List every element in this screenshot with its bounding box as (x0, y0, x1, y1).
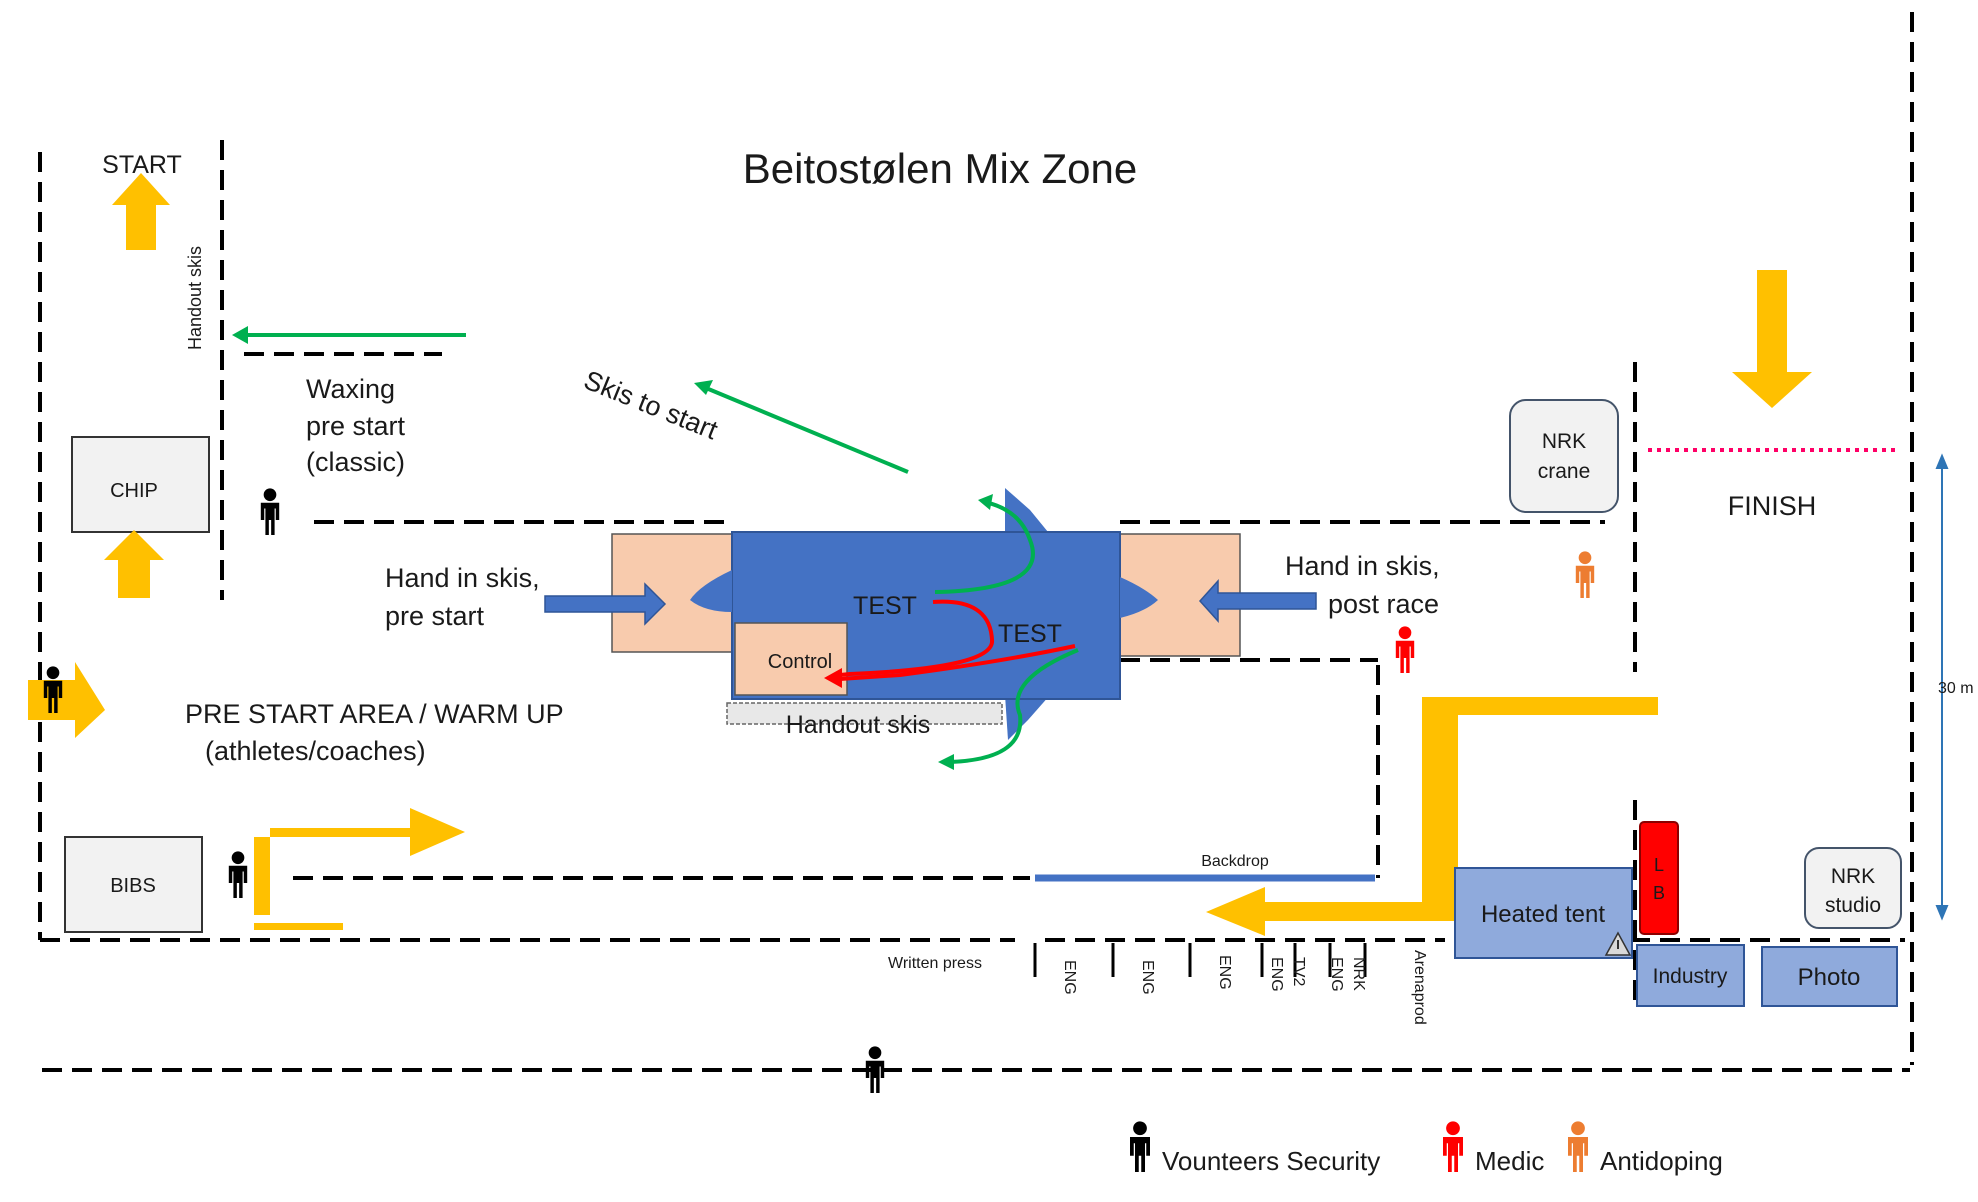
finish-label: FINISH (1728, 491, 1817, 521)
volunteer-icon (260, 488, 280, 535)
written-press-label: Written press (888, 955, 982, 972)
industry-box (1636, 944, 1745, 1007)
heated-tent-label: Heated tent (1481, 901, 1605, 928)
chip-label: CHIP (110, 480, 158, 502)
press-position-1: ENG (1061, 960, 1078, 995)
test-route-2 (839, 644, 1076, 681)
medic-icon (1395, 626, 1415, 673)
hall-right-bump (1120, 577, 1158, 618)
test-label-2: TEST (998, 620, 1062, 648)
waxing-label-2: pre start (306, 411, 406, 441)
hand-in-pre-label-2: pre start (385, 601, 485, 631)
handout-skis-bottom-label: Handout skis (786, 711, 931, 739)
press-position-3: ENG (1216, 955, 1233, 990)
legend-antidoping-label: Antidoping (1600, 1146, 1723, 1176)
handout-skis-vertical-label: Handout skis (185, 246, 205, 350)
lb-label-1: L (1654, 855, 1664, 875)
nrk-crane-label-2: crane (1538, 460, 1591, 483)
press-position-6: ENG (1328, 957, 1345, 992)
press-position-2: ENG (1139, 960, 1156, 995)
hand-in-post-arrow (1198, 579, 1317, 623)
green-flow-bottom-arrowhead (938, 754, 954, 770)
skis-to-start-label: Skis to start (580, 365, 722, 446)
industry-label: Industry (1653, 965, 1728, 988)
photo-box (1761, 946, 1898, 1007)
test-label-1: TEST (853, 592, 917, 620)
antidoping-icon (1575, 551, 1595, 598)
photo-label: Photo (1798, 964, 1861, 991)
hall-top-fin (1005, 488, 1048, 532)
control-box (734, 622, 848, 696)
backdrop-label: Backdrop (1201, 853, 1269, 870)
bibs-box (64, 836, 203, 933)
green-flow-top-arrowhead (978, 494, 993, 510)
heated-tent-box (1454, 867, 1633, 959)
start-arrow (112, 173, 170, 250)
skis-to-start-line (705, 386, 909, 474)
chip-box (71, 436, 210, 533)
lb-label-2: B (1653, 883, 1665, 903)
legend-antidoping-icon (1568, 1121, 1588, 1172)
press-position-4: ENG (1268, 957, 1285, 992)
nrk-studio-label-1: NRK (1831, 865, 1875, 888)
skis-to-start-arrowhead (694, 380, 713, 395)
chip-arrow (104, 530, 164, 598)
legend-medic-label: Medic (1475, 1146, 1544, 1176)
handout-skis-bottom-box (726, 702, 1003, 725)
hand-in-pre-arrow (544, 582, 667, 626)
legend-volunteers-label: Vounteers Security (1162, 1146, 1380, 1176)
diagram-title: Beitostølen Mix Zone (743, 145, 1138, 192)
test-route-arrowhead (824, 668, 842, 688)
bibs-label: BIBS (110, 875, 156, 897)
nrk-crane-box (1509, 399, 1619, 513)
prestart-label-1: PRE START AREA / WARM UP (185, 699, 564, 729)
boundary-lines (38, 12, 1914, 1072)
green-flow-top (934, 500, 1035, 594)
legend-volunteer-icon (1130, 1121, 1150, 1172)
exit-route-arrow (1206, 697, 1658, 936)
press-position-5: TV2 (1290, 957, 1307, 986)
waxing-label-3: (classic) (306, 447, 405, 477)
waxing-label-1: Waxing (306, 374, 395, 404)
lb-box (1639, 821, 1679, 935)
hand-in-post-label-2: post race (1328, 589, 1439, 619)
test-route-1 (839, 599, 994, 677)
distance-label: 30 m (1938, 680, 1974, 697)
distance-marker (1935, 453, 1949, 921)
hall-left-bump (690, 570, 732, 612)
press-position-7: NRK (1350, 957, 1367, 991)
press-dividers (1033, 943, 1367, 977)
hand-in-pre-label-1: Hand in skis, (385, 563, 540, 593)
press-position-8: Arenaprod (1411, 950, 1428, 1025)
volunteer-icon (865, 1046, 885, 1093)
nrk-studio-box (1804, 847, 1902, 929)
bibs-arrow (254, 808, 465, 930)
hall-bottom-fin (1005, 695, 1050, 740)
waxing-green-arrowhead (232, 326, 248, 344)
nrk-studio-label-2: studio (1825, 894, 1881, 917)
green-flow-bottom (947, 648, 1079, 764)
control-label: Control (768, 651, 832, 673)
hand-in-post-label-1: Hand in skis, (1285, 551, 1440, 581)
volunteer-icon (228, 851, 248, 898)
legend-medic-icon (1443, 1121, 1463, 1172)
finish-arrow (1732, 270, 1812, 408)
nrk-crane-label-1: NRK (1542, 430, 1586, 453)
prestart-label-2: (athletes/coaches) (205, 736, 426, 766)
